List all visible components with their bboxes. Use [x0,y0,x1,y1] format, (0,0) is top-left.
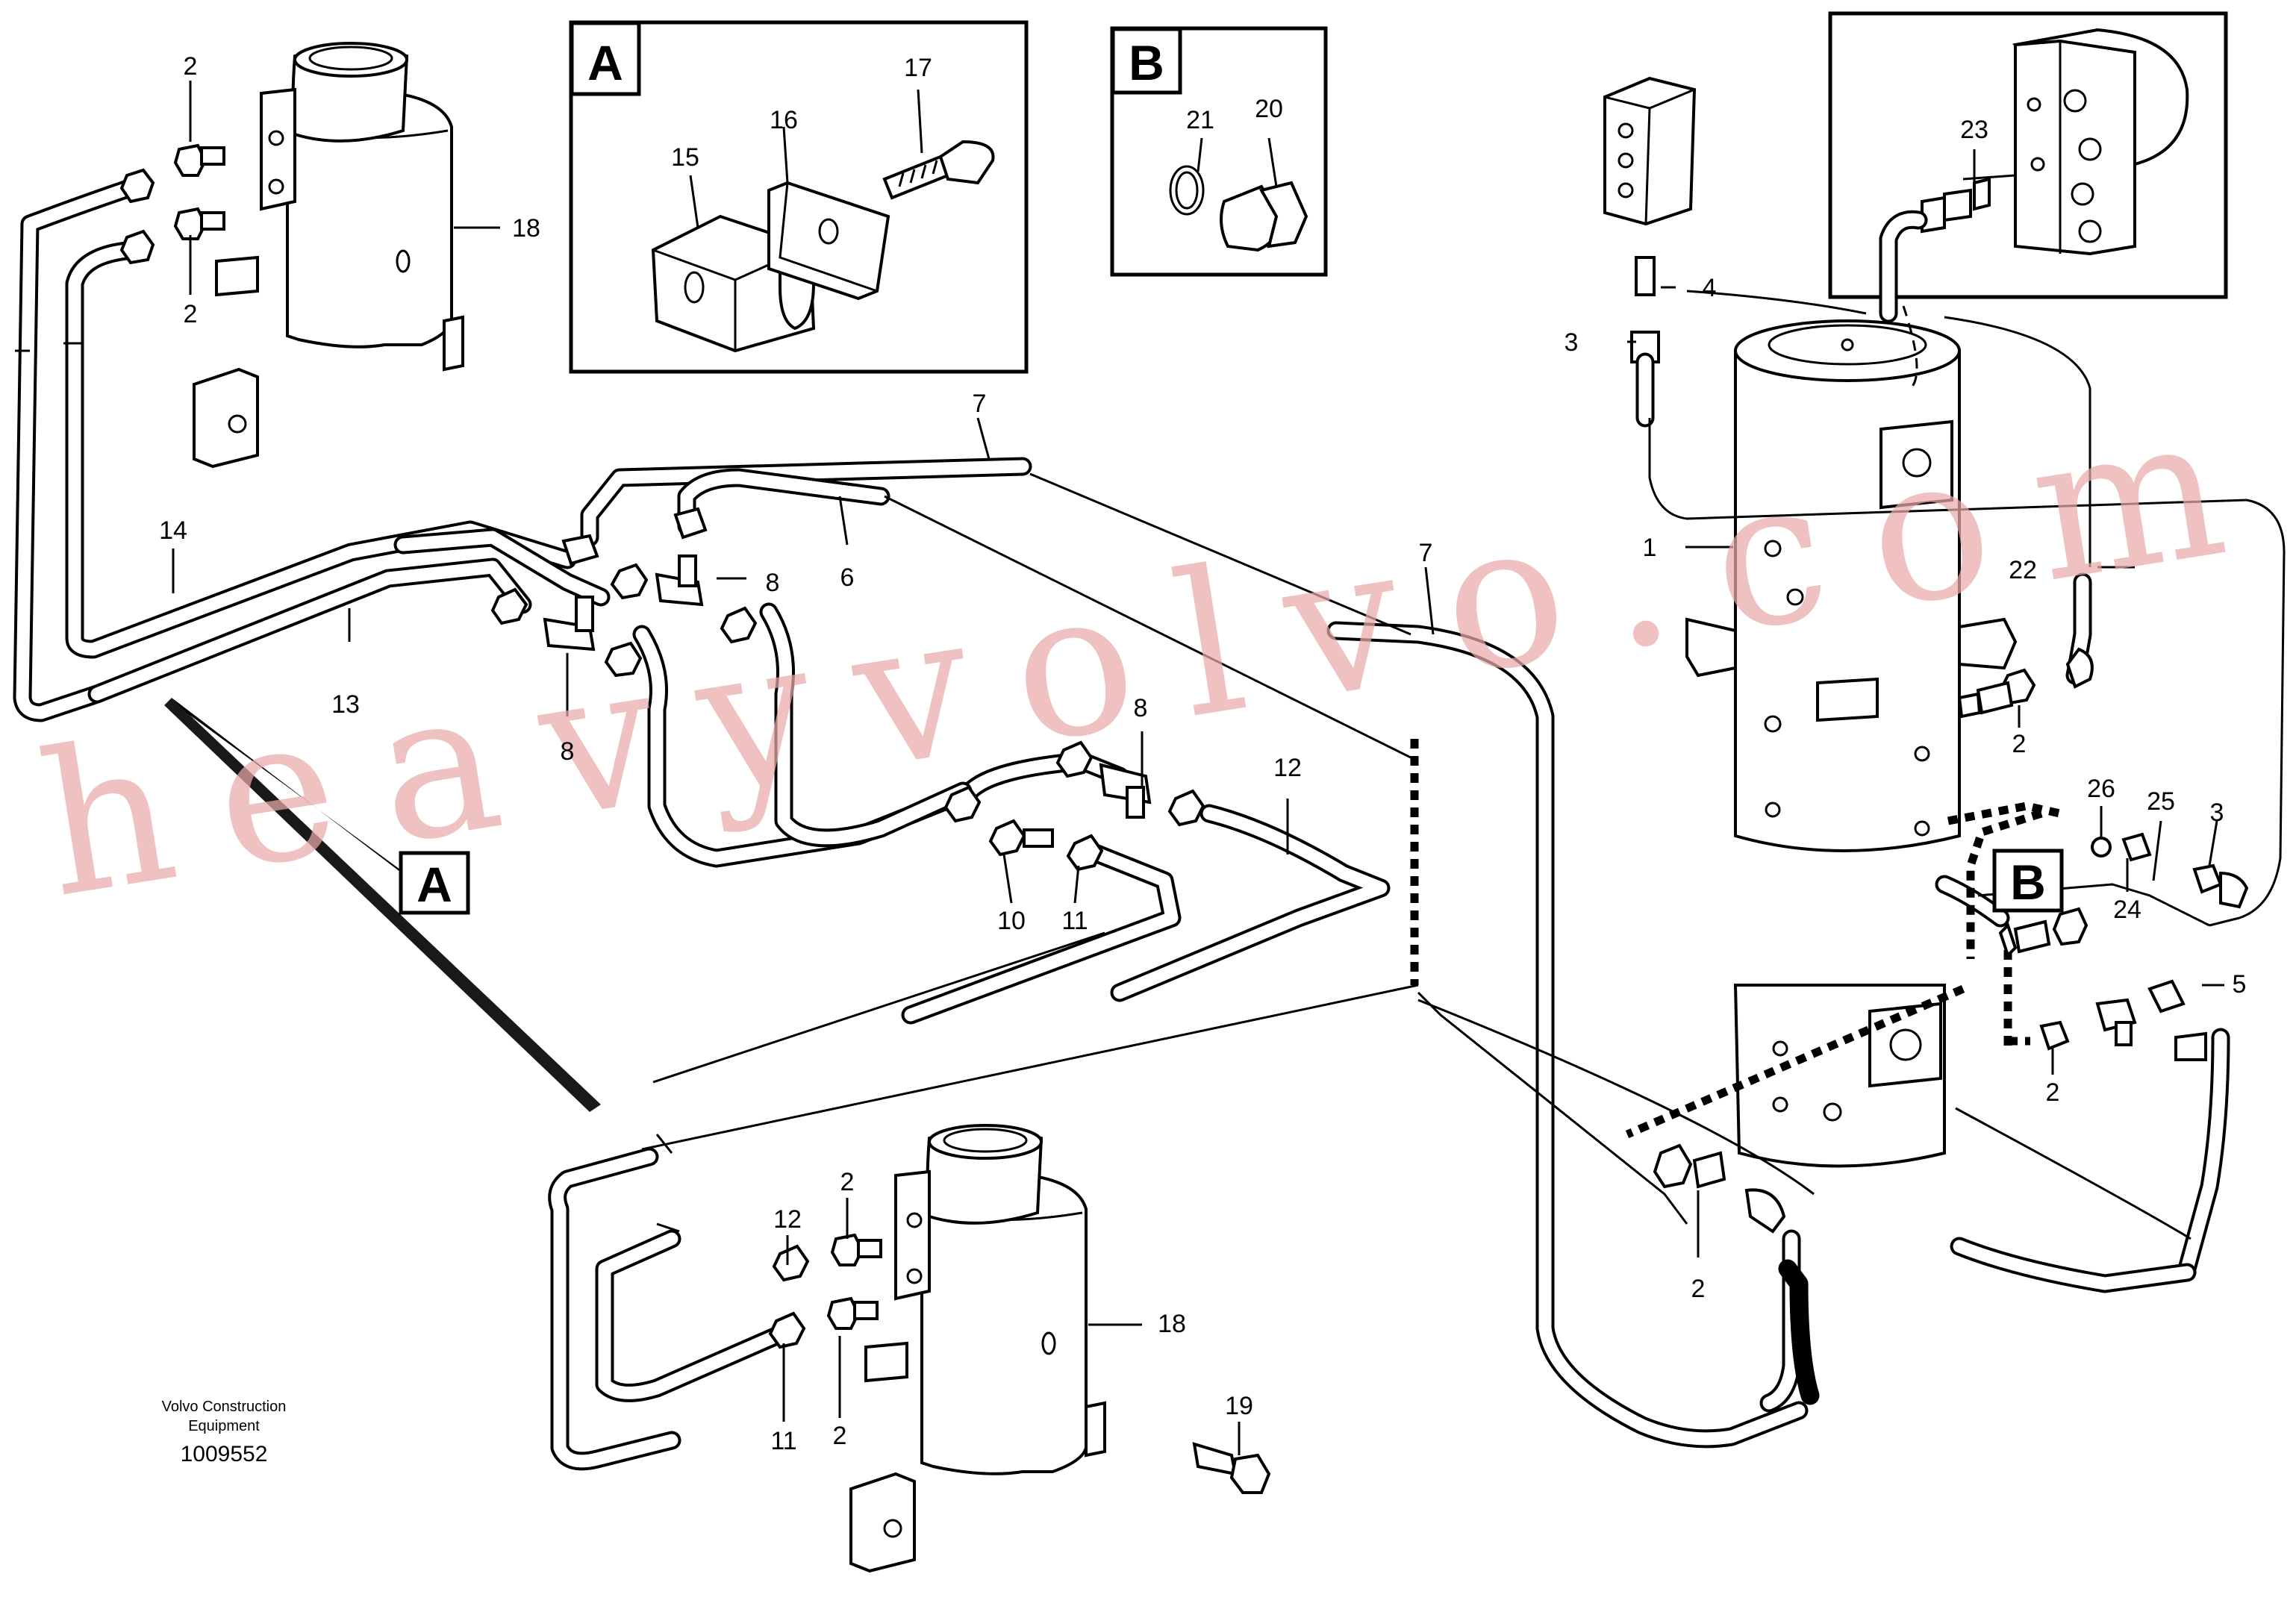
part-label-10: 10 [997,907,1026,935]
part-label-5: 5 [2233,970,2247,999]
tee-fitting [490,507,758,678]
marker-letter-B: B [2010,855,2046,910]
swivel-cylinder-bottom [849,1124,1142,1573]
part-label-3: 3 [1565,328,1579,357]
credit-line-1: Volvo Construction [161,1399,287,1415]
marker-letter-A: A [417,857,452,912]
swivel-cylinder-top-left [193,42,500,469]
part-label-2: 2 [184,300,198,328]
part-label-24: 24 [2113,896,2141,924]
hose-group-center [548,457,1391,1471]
part-label-13: 13 [331,690,360,719]
part-label-7: 7 [973,390,987,418]
part-label-2: 2 [840,1168,855,1196]
part-label-8: 8 [561,737,575,766]
part-label-17: 17 [904,54,932,82]
callout-B-detail-label: B [1129,35,1164,90]
valve-block-inset [1828,11,2228,390]
drawing-number: 1009552 [180,1442,268,1466]
part-number-labels: 2 2 18 14 13 8 8 6 7 7 8 12 10 11 12 2 1… [159,52,2246,1455]
nut-fitting [119,143,225,265]
fitting-cap-4 [1603,76,1697,428]
part-label-21: 21 [1186,106,1214,134]
part-label-3: 3 [2210,799,2224,827]
part-label-7: 7 [1419,539,1433,567]
fittings [119,143,2249,1494]
part-label-11: 11 [1061,907,1088,935]
part-label-19: 19 [1225,1392,1253,1420]
part-label-23: 23 [1960,116,1988,144]
box-letter-B: B [1129,35,1164,90]
callout-A-detail-label: A [587,35,623,90]
part-label-1: 1 [1643,534,1657,562]
leader-lines [172,81,2224,1455]
part-label-2: 2 [184,52,198,81]
part-label-16: 16 [770,106,798,134]
callout-B-marker: B [1992,849,2064,913]
part-label-22: 22 [2009,556,2037,584]
tee-fitting-mid [943,740,1205,872]
part-label-18: 18 [512,214,540,243]
detail-box-A [569,20,1029,374]
part-label-2: 2 [833,1422,847,1450]
right-fittings [1653,647,2249,1234]
part-label-4: 4 [1703,274,1717,302]
part-label-26: 26 [2087,775,2115,803]
part-label-2: 2 [2046,1078,2060,1107]
part-label-18: 18 [1158,1310,1186,1338]
callout-A-marker: A [399,851,470,915]
part-label-11: 11 [770,1427,796,1455]
part-label-14: 14 [159,516,187,545]
part-label-6: 6 [840,563,855,592]
central-swivel-joint [1685,319,2018,1168]
hose-group-left [13,177,611,722]
part-label-15: 15 [671,143,699,172]
part-label-8: 8 [1134,694,1148,722]
part-label-8: 8 [766,569,780,597]
detail-pointer-A [164,698,601,1112]
part-label-25: 25 [2147,787,2175,816]
part-label-20: 20 [1255,95,1283,123]
lower-fittings [768,1233,882,1349]
box-letter-A: A [587,35,623,90]
bolt-19 [1192,1442,1271,1494]
part-label-12: 12 [773,1205,802,1234]
detail-box-B [1110,26,1328,277]
part-label-2: 2 [1691,1275,1706,1303]
part-label-12: 12 [1273,754,1302,782]
part-label-2: 2 [2012,730,2027,758]
credit-line-2: Equipment [188,1418,260,1434]
